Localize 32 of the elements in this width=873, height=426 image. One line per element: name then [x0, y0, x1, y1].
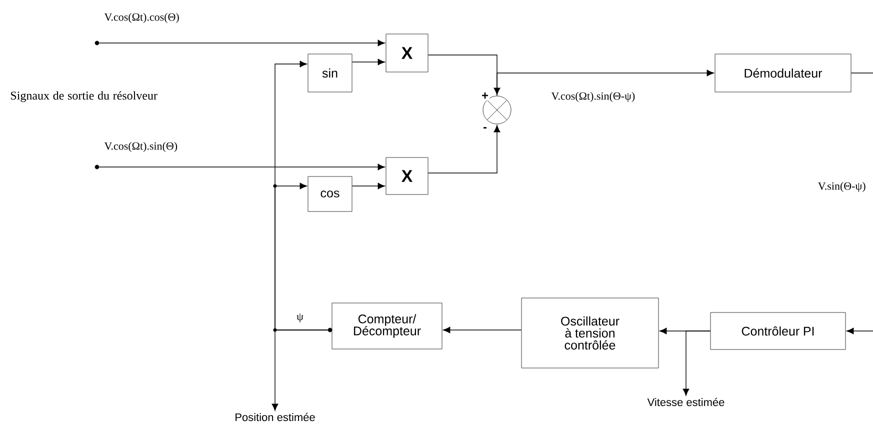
arrow	[98, 164, 385, 170]
arrow	[98, 40, 385, 46]
edge-label: ψ	[296, 312, 304, 324]
input-terminal	[94, 164, 100, 170]
process-box: Oscillateur à tension contrôlée	[521, 298, 659, 368]
output-text: Position estimée	[236, 412, 315, 422]
output-terminal	[328, 328, 332, 332]
output-text: Vitesse estimée	[647, 398, 724, 406]
edge-label: +	[480, 91, 490, 101]
edge-label: V.cos(Ωt).cos(Θ)	[103, 12, 180, 24]
multiplier-box: X	[386, 157, 428, 195]
process-box: Compteur/ Décompteur	[332, 302, 442, 350]
input-terminal	[94, 40, 100, 46]
edge-label: V.cos(Ωt).sin(Θ)	[103, 141, 179, 153]
multiplier-box: X	[386, 34, 428, 72]
edge-label: -	[482, 126, 488, 132]
arrow	[682, 330, 711, 396]
edge-label: V.cos(Ωt).sin(Θ-ψ)	[550, 91, 636, 103]
arrow	[846, 328, 873, 334]
arrow	[496, 70, 714, 96]
function-box: cos	[308, 176, 352, 212]
arrow	[428, 54, 500, 95]
process-box: Contrôleur PI	[710, 312, 846, 350]
signal-label: Signaux de sortie du résolveur	[11, 91, 158, 102]
arrow	[272, 330, 328, 411]
arrow	[352, 182, 385, 190]
arrow	[352, 58, 385, 66]
arrow	[428, 125, 500, 174]
signal-label: V.sin(Θ-ψ)	[818, 182, 866, 192]
function-box: sin	[308, 54, 352, 92]
process-box: Démodulateur	[714, 54, 852, 92]
arrow	[443, 326, 522, 334]
